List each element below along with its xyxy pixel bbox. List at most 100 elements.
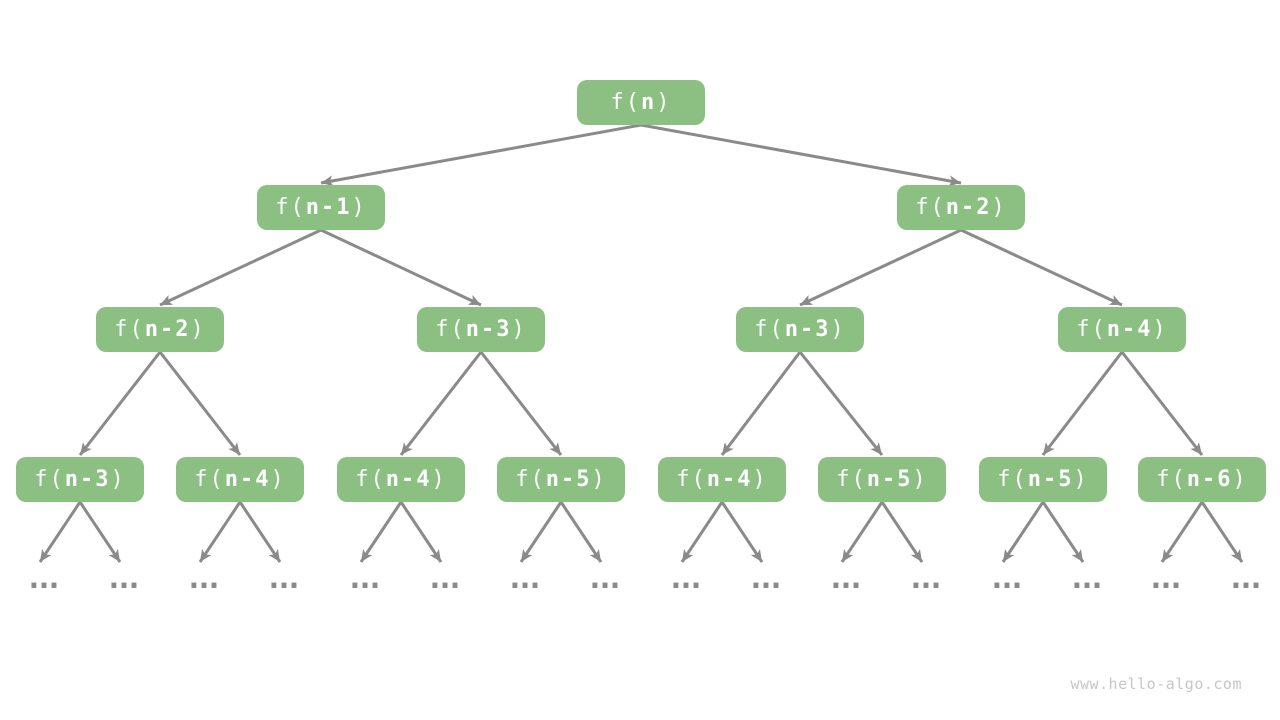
node-label-prefix: f( <box>515 466 546 492</box>
leaf-ellipsis-0: ... <box>24 561 63 596</box>
node-label-suffix: ) <box>991 194 1007 220</box>
edge-l4-0-to-leaf-0 <box>38 501 82 563</box>
node-label-prefix: f( <box>754 316 785 342</box>
node-label-prefix: f( <box>836 466 867 492</box>
node-label-prefix: f( <box>610 89 641 115</box>
leaf-ellipsis-1: ... <box>104 561 143 596</box>
tree-node-l4-0: f(n-3) <box>16 457 144 502</box>
node-label-suffix: ) <box>511 316 527 342</box>
edge-l4-4-to-leaf-9 <box>720 501 764 563</box>
edge-l4-1-to-leaf-3 <box>238 501 282 563</box>
node-label-suffix: ) <box>1152 316 1168 342</box>
node-label-arg: n-3 <box>784 316 831 342</box>
node-label-suffix: ) <box>190 316 206 342</box>
tree-node-l3-0: f(n-2) <box>96 307 224 352</box>
leaf-ellipsis-6: ... <box>505 561 544 596</box>
leaf-ellipsis-12: ... <box>987 561 1026 596</box>
edge-l4-5-to-leaf-11 <box>880 501 924 563</box>
edge-l4-0-to-leaf-1 <box>78 501 122 563</box>
node-label-prefix: f( <box>194 466 225 492</box>
node-label-arg: n-5 <box>545 466 592 492</box>
node-label-suffix: ) <box>656 89 672 115</box>
edge-l2-1-to-l3-3 <box>960 228 1123 307</box>
tree-node-l2-1: f(n-2) <box>897 185 1025 230</box>
edge-l3-2-to-l4-5 <box>798 351 884 456</box>
edge-l3-0-to-l4-0 <box>78 351 162 456</box>
edge-l4-5-to-leaf-10 <box>840 501 884 563</box>
edge-root-to-l2-0 <box>320 123 642 187</box>
edge-l3-3-to-l4-7 <box>1120 351 1204 456</box>
node-label-arg: n-4 <box>706 466 753 492</box>
node-label-arg: n-5 <box>1027 466 1074 492</box>
node-label-prefix: f( <box>355 466 386 492</box>
edge-l4-7-to-leaf-15 <box>1200 501 1244 563</box>
edge-l3-2-to-l4-4 <box>720 351 802 456</box>
leaf-ellipsis-8: ... <box>666 561 705 596</box>
leaf-ellipsis-2: ... <box>184 561 223 596</box>
edge-l3-3-to-l4-6 <box>1041 351 1124 456</box>
tree-node-l4-6: f(n-5) <box>979 457 1107 502</box>
node-label-prefix: f( <box>1156 466 1187 492</box>
leaf-ellipsis-3: ... <box>264 561 303 596</box>
node-label-prefix: f( <box>1076 316 1107 342</box>
leaf-ellipsis-15: ... <box>1226 561 1265 596</box>
leaf-ellipsis-13: ... <box>1067 561 1106 596</box>
leaf-ellipsis-9: ... <box>746 561 785 596</box>
edge-l4-6-to-leaf-13 <box>1041 501 1085 563</box>
edge-l4-2-to-leaf-5 <box>399 501 443 563</box>
node-label-suffix: ) <box>110 466 126 492</box>
edge-root-to-l2-1 <box>640 123 962 187</box>
node-label-prefix: f( <box>34 466 65 492</box>
edge-l4-4-to-leaf-8 <box>680 501 724 563</box>
node-label-prefix: f( <box>275 194 306 220</box>
node-label-arg: n-6 <box>1186 466 1233 492</box>
node-label-arg: n-4 <box>1106 316 1153 342</box>
tree-node-l3-1: f(n-3) <box>417 307 545 352</box>
tree-node-l4-5: f(n-5) <box>818 457 946 502</box>
edge-l4-2-to-leaf-4 <box>359 501 403 563</box>
node-label-arg: n <box>641 89 657 115</box>
node-label-suffix: ) <box>351 194 367 220</box>
node-label-prefix: f( <box>997 466 1028 492</box>
leaf-ellipsis-11: ... <box>906 561 945 596</box>
node-label-arg: n-3 <box>465 316 512 342</box>
leaf-ellipsis-5: ... <box>425 561 464 596</box>
node-label-suffix: ) <box>270 466 286 492</box>
node-label-prefix: f( <box>915 194 946 220</box>
node-label-suffix: ) <box>431 466 447 492</box>
edge-l4-3-to-leaf-6 <box>519 501 563 563</box>
node-label-prefix: f( <box>435 316 466 342</box>
node-label-prefix: f( <box>114 316 145 342</box>
node-label-arg: n-4 <box>224 466 271 492</box>
node-label-arg: n-2 <box>144 316 191 342</box>
edge-l4-3-to-leaf-7 <box>559 501 603 563</box>
edge-l2-0-to-l3-0 <box>159 228 322 307</box>
node-label-suffix: ) <box>1073 466 1089 492</box>
node-label-arg: n-4 <box>385 466 432 492</box>
tree-node-l4-3: f(n-5) <box>497 457 625 502</box>
leaf-ellipsis-14: ... <box>1146 561 1185 596</box>
edge-l3-1-to-l4-2 <box>399 351 483 456</box>
tree-node-l1-0: f(n) <box>577 80 705 125</box>
leaf-ellipsis-4: ... <box>345 561 384 596</box>
node-label-arg: n-5 <box>866 466 913 492</box>
tree-node-l4-2: f(n-4) <box>337 457 465 502</box>
edge-l4-1-to-leaf-2 <box>198 501 242 563</box>
node-label-suffix: ) <box>830 316 846 342</box>
tree-node-l2-0: f(n-1) <box>257 185 385 230</box>
tree-node-l3-3: f(n-4) <box>1058 307 1186 352</box>
edge-l2-1-to-l3-2 <box>799 228 962 307</box>
node-label-arg: n-1 <box>305 194 352 220</box>
tree-node-l3-2: f(n-3) <box>736 307 864 352</box>
site-watermark: www.hello-algo.com <box>1070 675 1242 693</box>
tree-node-l4-4: f(n-4) <box>658 457 786 502</box>
leaf-ellipsis-7: ... <box>585 561 624 596</box>
tree-node-l4-7: f(n-6) <box>1138 457 1266 502</box>
edge-l3-0-to-l4-1 <box>158 351 242 456</box>
edge-l2-0-to-l3-1 <box>320 228 482 307</box>
leaf-ellipsis-10: ... <box>826 561 865 596</box>
node-label-prefix: f( <box>676 466 707 492</box>
node-label-suffix: ) <box>1232 466 1248 492</box>
tree-node-l4-1: f(n-4) <box>176 457 304 502</box>
